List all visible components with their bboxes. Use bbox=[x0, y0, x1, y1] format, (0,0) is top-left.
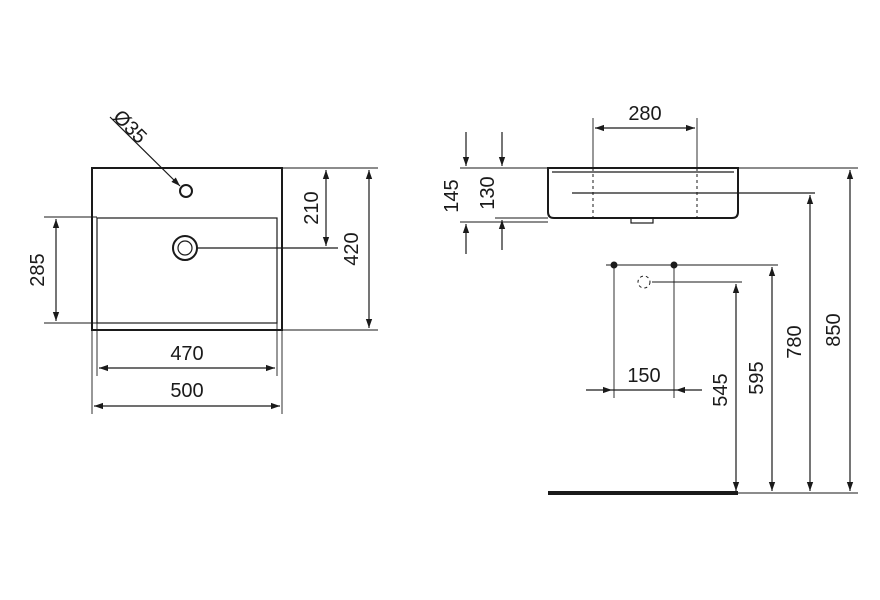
side-view: 280 145 130 150 545 5 bbox=[441, 103, 858, 495]
hole-diameter-label: Ø35 bbox=[108, 106, 150, 148]
basin-outline bbox=[91, 167, 283, 331]
basin-profile bbox=[547, 167, 739, 219]
dim-210-label: 210 bbox=[301, 191, 323, 224]
bowl-outline bbox=[96, 217, 278, 324]
top-view: Ø35 285 210 420 470 500 bbox=[27, 106, 378, 414]
tap-hole bbox=[179, 184, 193, 198]
dim-545-label: 545 bbox=[710, 373, 732, 406]
dim-285-label: 285 bbox=[27, 253, 49, 286]
waste-point-alt bbox=[637, 275, 651, 289]
dim-150-label: 150 bbox=[627, 365, 660, 387]
drain-icon bbox=[172, 235, 198, 261]
dim-145-label: 145 bbox=[441, 179, 463, 212]
dim-130-label: 130 bbox=[477, 176, 499, 209]
waste-outlet bbox=[630, 217, 654, 224]
dim-420-label: 420 bbox=[341, 232, 363, 265]
dim-470-label: 470 bbox=[170, 343, 203, 365]
dim-280-label: 280 bbox=[628, 103, 661, 125]
dim-850-label: 850 bbox=[823, 313, 845, 346]
dim-500-label: 500 bbox=[170, 380, 203, 402]
dim-780-label: 780 bbox=[784, 325, 806, 358]
dim-595-label: 595 bbox=[746, 361, 768, 394]
